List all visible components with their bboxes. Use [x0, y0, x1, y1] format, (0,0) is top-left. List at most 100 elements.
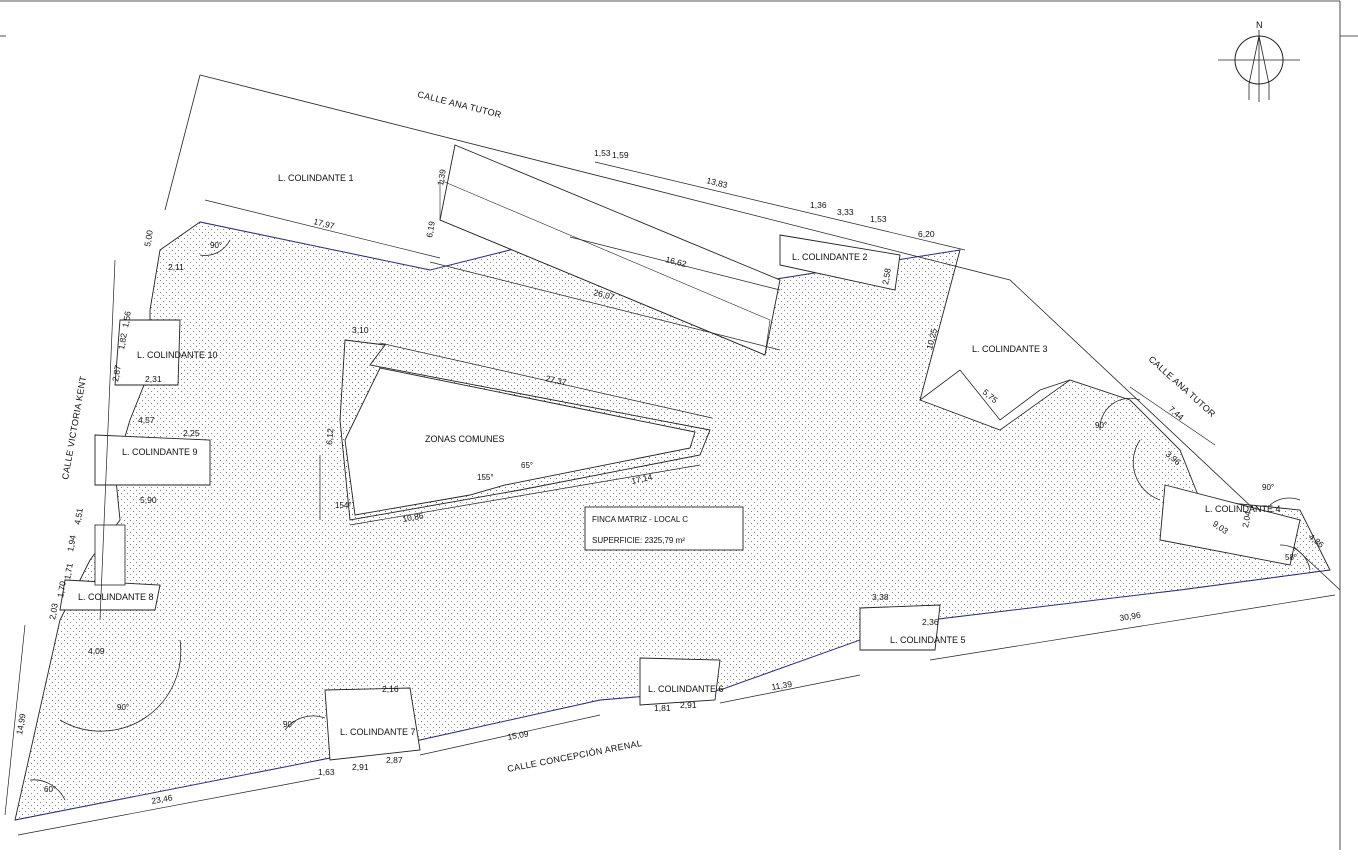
neighbor-5-notch	[859, 604, 941, 651]
neighbor-2-notch	[779, 234, 901, 291]
dim-451: 4,51	[72, 507, 85, 525]
info-box-title: FINCA MATRIZ - LOCAL C	[592, 515, 688, 524]
dim-2737: 27,37	[545, 373, 568, 387]
neighbor-10-label: L. COLINDANTE 10	[137, 350, 218, 360]
site-boundary-top	[199, 74, 1341, 591]
dim-159: 1,59	[612, 150, 629, 160]
dim-line-left-stack	[99, 259, 116, 621]
dim-287: 2,87	[386, 755, 403, 765]
neighbor-5-label: L. COLINDANTE 5	[890, 635, 966, 645]
angle-label-s: 90°	[283, 720, 295, 729]
dim-620: 6,20	[918, 229, 935, 239]
neighbor-7-notch	[324, 687, 421, 761]
dim-line-2607	[429, 261, 781, 351]
angle-arc-e	[1132, 439, 1161, 501]
angle-label-65: 65°	[521, 461, 533, 470]
dim-line-1797	[204, 199, 441, 259]
neighbor-9-label: L. COLINDANTE 9	[122, 447, 198, 457]
dim-1383: 13,83	[706, 175, 729, 190]
angle-label-60: 60°	[44, 785, 56, 794]
dim-203: 2,03	[47, 602, 60, 620]
dim-338: 3,38	[872, 592, 889, 602]
site-boundary-left-upper	[164, 74, 201, 211]
dim-258: 2,58	[880, 267, 893, 285]
neighbor-6-notch	[639, 657, 721, 706]
dim-1797: 17,97	[313, 216, 336, 231]
angle-label-154: 154°	[335, 501, 352, 510]
dim-line-3096	[929, 594, 1336, 661]
dim-line-1662	[569, 236, 781, 291]
dim-211: 2,11	[168, 262, 184, 272]
street-left-label: CALLE VICTORIA KENT	[60, 375, 88, 480]
dim-1509: 15,09	[507, 728, 530, 742]
angle-label-e: 90°	[1262, 483, 1274, 492]
angle-label-nw: 90°	[210, 241, 222, 250]
dim-139: 1,39	[435, 168, 448, 186]
info-box-area: SUPERFICIE: 2325,79 m²	[592, 536, 685, 545]
street-right-label: CALLE ANA TUTOR	[1147, 354, 1218, 419]
dim-291a: 2,91	[352, 762, 369, 772]
dim-744: 7,44	[1167, 404, 1186, 422]
neighbor-4-notch	[1159, 484, 1301, 566]
neighbor-8-stair	[94, 524, 126, 586]
compass-north-label: N	[1256, 20, 1263, 30]
dim-1086: 10,86	[402, 510, 425, 524]
neighbor-1-label: L. COLINDANTE 1	[278, 173, 354, 183]
dim-line-2737	[379, 342, 713, 419]
dim-170: 1,70	[55, 580, 68, 598]
dim-333: 3,33	[837, 207, 854, 217]
dim-500: 5,00	[142, 229, 155, 247]
street-top-label: CALLE ANA TUTOR	[417, 89, 503, 120]
neighbor-9-notch	[94, 434, 211, 486]
dim-409: 4,09	[88, 646, 105, 656]
dim-2346: 23,46	[151, 792, 174, 806]
dim-225: 2,25	[183, 428, 200, 438]
north-compass-icon	[1218, 30, 1300, 102]
dim-136: 1,36	[810, 200, 827, 210]
dim-216: 2,16	[382, 684, 399, 694]
dim-156: 1,56	[120, 310, 133, 328]
dim-236: 2,36	[922, 617, 939, 627]
dim-590: 5,90	[140, 495, 157, 505]
dim-171: 1,71	[62, 562, 75, 580]
property-boundary-north	[199, 221, 961, 281]
dim-153a: 1,53	[594, 148, 611, 158]
dim-612: 6,12	[324, 428, 335, 446]
dim-619: 6,19	[424, 220, 437, 238]
dim-153b: 1,53	[870, 214, 887, 224]
dim-1714: 17,14	[630, 472, 653, 486]
dim-457: 4,57	[138, 415, 155, 425]
angle-arc-sw	[59, 639, 182, 732]
neighbor-3-notch	[919, 369, 1071, 431]
dim-291b: 2,91	[680, 700, 697, 710]
angle-arc-sw2	[29, 779, 66, 801]
angle-arc-nw	[199, 239, 231, 256]
angle-label-155: 155°	[477, 473, 494, 482]
angle-label-58: 58°	[1285, 553, 1297, 562]
dim-1139: 11,39	[771, 679, 793, 692]
dim-line-1499	[4, 624, 26, 816]
dim-194: 1,94	[65, 534, 78, 552]
dim-line-1086	[349, 464, 701, 526]
angle-arc-e2	[1269, 497, 1301, 506]
dim-204: 2,04	[1240, 510, 1253, 528]
neighbor-6-label: L. COLINDANTE 6	[648, 684, 724, 694]
common-zone-inner	[344, 367, 696, 516]
dim-line-1509	[419, 714, 601, 756]
neighbor-8-label: L. COLINDANTE 8	[78, 592, 154, 602]
dim-line-1139	[719, 674, 861, 704]
dim-310: 3,10	[352, 325, 369, 335]
neighbor-4-label: L. COLINDANTE 4	[1205, 504, 1281, 514]
neighbor-2-label: L. COLINDANTE 2	[792, 252, 868, 262]
angle-arc-se	[1279, 544, 1311, 571]
neighbor-1-strip-inner	[439, 179, 771, 356]
neighbor-7-label: L. COLINDANTE 7	[340, 727, 416, 737]
dim-231: 2,31	[145, 374, 162, 384]
angle-label-sw: 90°	[117, 703, 129, 712]
dim-3096: 30,96	[1119, 610, 1142, 623]
angle-arc-ne	[1099, 397, 1141, 431]
neighbor-10-notch	[114, 319, 181, 386]
dim-line-2346	[17, 777, 321, 836]
dim-287b: 2,87	[110, 364, 123, 382]
dim-1499: 14,99	[14, 712, 28, 735]
